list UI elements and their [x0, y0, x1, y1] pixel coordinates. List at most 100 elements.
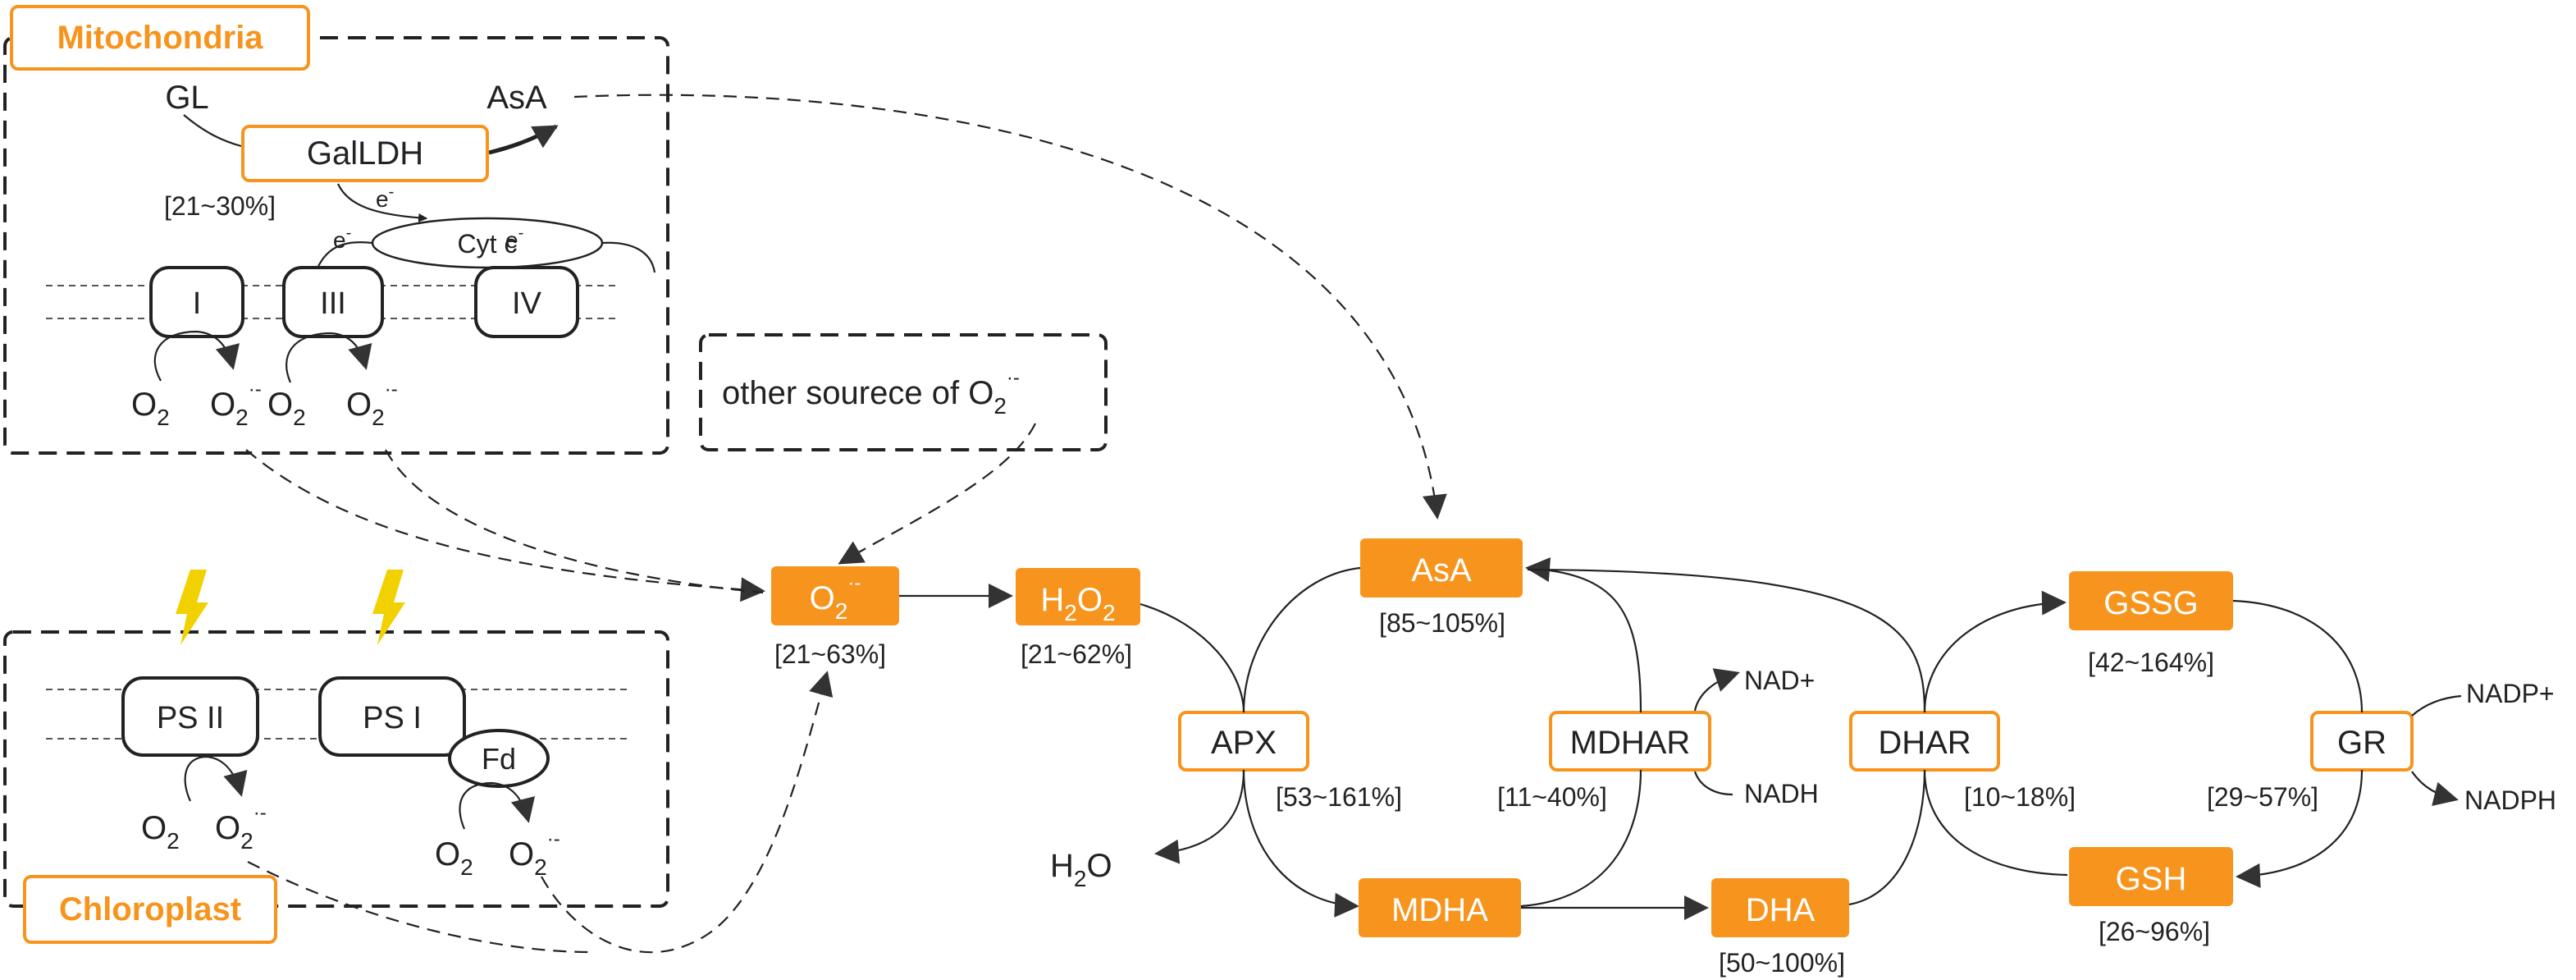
- apx-range: [53~161%]: [1276, 782, 1402, 812]
- apx-label: APX: [1211, 725, 1277, 761]
- gr-label: GR: [2337, 725, 2386, 761]
- mdhar-to-asa-arrow: [1525, 557, 1642, 713]
- complex-3-superoxide-arrow: [285, 332, 372, 383]
- dha-box: [1711, 878, 1849, 937]
- nad-plus-label: NAD+: [1744, 666, 1815, 695]
- gr-to-gsh-arrow: [2236, 769, 2364, 888]
- chloroplast-frame: [3, 630, 669, 908]
- ps1-box: [318, 676, 466, 757]
- h2o2-box: [1016, 568, 1140, 625]
- mito-asa-label: AsA: [486, 80, 547, 116]
- dhar-to-asa-line: [1527, 568, 1926, 713]
- ps2-box: [121, 676, 259, 757]
- gsh-range: [26~96%]: [2099, 917, 2210, 946]
- mdhar-box: [1549, 711, 1711, 772]
- galldh-electron-arrow: [337, 183, 428, 222]
- apx-to-asa-line: [1242, 566, 1361, 713]
- complex-4-label: IV: [512, 286, 542, 321]
- other-source-label: other sourece of O2·-: [722, 367, 1020, 419]
- chloroplast-label-box: [23, 875, 277, 944]
- asa-label: AsA: [1411, 552, 1472, 588]
- gl-to-galldh-line: [183, 114, 242, 148]
- ps1-label: PS I: [363, 701, 422, 735]
- gssg-box: [2069, 571, 2233, 630]
- h2o2-label: H2O2: [1040, 582, 1115, 625]
- fd-label: Fd: [482, 742, 516, 776]
- complex-3-box: [282, 266, 384, 338]
- cyt-to-complex4-line: [601, 241, 656, 273]
- mito-asa-to-asa-dashed: [573, 94, 1447, 520]
- h2o2-to-apx-line: [1140, 602, 1245, 713]
- gssg-to-gr-line: [2232, 599, 2364, 713]
- nadp-plus-label: NADP+: [2466, 679, 2555, 708]
- chloro-superoxide-2: O2·-: [509, 828, 560, 880]
- chloro-o2-1: O2: [141, 810, 180, 854]
- ps2-superoxide-dashed: [247, 861, 591, 954]
- superoxide-range: [21~63%]: [774, 639, 886, 669]
- fd-ellipse: [448, 729, 550, 788]
- superoxide-label: O2·-: [810, 572, 861, 624]
- electron-label-2: e-: [333, 224, 351, 253]
- mdha-to-mdhar-line: [1520, 769, 1642, 908]
- fd-superoxide-arrow: [459, 781, 535, 830]
- asa-box: [1360, 538, 1523, 598]
- mdhar-label: MDHAR: [1570, 725, 1691, 761]
- electron-label-3b: e-: [505, 224, 523, 253]
- nadph-label: NADPH: [2464, 785, 2556, 815]
- gsh-to-dhar-line: [1923, 769, 2068, 877]
- dha-to-dhar-line: [1848, 769, 1926, 906]
- complex-4-box: [474, 266, 579, 338]
- electron-label-1: e-: [376, 183, 394, 212]
- mito-superoxide-1-dashed: [245, 449, 765, 602]
- gssg-range: [42~164%]: [2088, 648, 2214, 677]
- lightning-bolt-icon: [176, 570, 208, 645]
- ps2-label: PS II: [157, 701, 224, 735]
- mitochondria-compartment: Mitochondria GL GalLDH [21~30%] AsA e- C…: [3, 5, 669, 455]
- dha-label: DHA: [1746, 892, 1816, 928]
- complex-1-box: [149, 266, 244, 338]
- ps2-superoxide-arrow: [184, 755, 248, 802]
- mdha-label: MDHA: [1391, 892, 1488, 928]
- gsh-box: [2069, 847, 2233, 906]
- gsh-label: GSH: [2116, 861, 2187, 897]
- complex-1-superoxide-arrow: [153, 330, 240, 382]
- h2o2-range: [21~62%]: [1021, 639, 1132, 669]
- lightning-bolt-icon: [372, 570, 405, 645]
- mitochondria-label-box: [10, 5, 310, 71]
- apx-to-mdha-arrow: [1242, 769, 1359, 918]
- galldh-box: [241, 125, 489, 182]
- mitochondria-frame: [3, 36, 669, 455]
- dhar-range: [10~18%]: [1964, 782, 2076, 812]
- ascorbate-glutathione-cycle: O2·- [21~63%] H2O2 [21~62%] AsA [85~105%…: [771, 538, 2556, 978]
- dha-range: [50~100%]: [1719, 948, 1845, 978]
- mito-superoxide-2-dashed: [385, 449, 764, 594]
- mitochondria-label: Mitochondria: [57, 20, 263, 56]
- fd-superoxide-dashed: [541, 671, 834, 954]
- mdhar-nad-arrow: [1693, 668, 1740, 712]
- chloroplast-compartment: PS II PS I Fd O2 O2·- O2 O2·- Chloroplas…: [3, 570, 669, 944]
- mito-o2-2: O2: [267, 387, 306, 430]
- dhar-label: DHAR: [1878, 725, 1971, 761]
- gr-nadp-line: [2411, 694, 2462, 717]
- chloro-o2-2: O2: [435, 836, 473, 880]
- gr-range: [29~57%]: [2207, 782, 2318, 812]
- dhar-to-gssg-arrow: [1923, 590, 2067, 713]
- gl-label: GL: [165, 80, 208, 116]
- other-source-dashed: [838, 423, 1036, 565]
- gssg-label: GSSG: [2103, 585, 2199, 621]
- galldh-label: GalLDH: [307, 135, 423, 172]
- asa-range: [85~105%]: [1379, 608, 1505, 638]
- complex-1-label: I: [193, 286, 202, 321]
- nadh-label: NADH: [1744, 779, 1819, 808]
- complex-3-label: III: [320, 286, 346, 321]
- mdhar-nadh-line: [1693, 771, 1733, 796]
- galldh-to-asa-arrow: [488, 124, 559, 155]
- chloroplast-label: Chloroplast: [59, 891, 241, 927]
- galldh-range: [21~30%]: [164, 191, 276, 221]
- chloro-superoxide-1: O2·-: [215, 802, 267, 854]
- h2o-label: H2O: [1050, 848, 1112, 891]
- mdhar-range: [11~40%]: [1497, 782, 1607, 812]
- other-source-frame: [699, 333, 1108, 451]
- mito-o2-1: O2: [131, 387, 170, 430]
